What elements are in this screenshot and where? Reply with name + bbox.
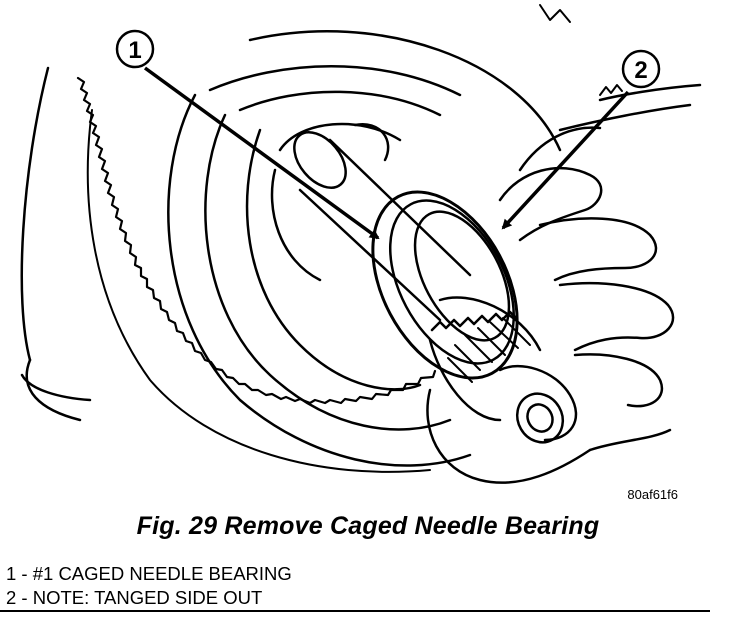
shaft-bore-lower (270, 168, 322, 282)
figure-caption: Fig. 29 Remove Caged Needle Bearing (136, 512, 600, 540)
toothed-ring-inner (86, 109, 431, 473)
callout-1-leader (143, 66, 380, 240)
housing-outer-edge (20, 66, 50, 362)
hand-back (518, 126, 602, 172)
legend-item-1: 1 - #1 CAGED NEEDLE BEARING (6, 563, 292, 584)
hand-palm-lower (426, 388, 592, 484)
pilot-body (498, 365, 578, 442)
housing-arc-6 (238, 90, 442, 117)
callout-1: 1 (115, 29, 155, 69)
callout-2-number: 2 (634, 57, 647, 84)
legend-item-2: 2 - NOTE: TANGED SIDE OUT (6, 587, 263, 608)
callout-2-leader (501, 90, 630, 230)
housing-tab (539, 4, 571, 23)
callout-1-number: 1 (128, 37, 141, 64)
housing-arc-4 (245, 128, 422, 391)
callout-2: 2 (621, 49, 661, 89)
spline-section (430, 310, 518, 332)
housing-arc-2 (167, 93, 472, 467)
housing-arc-3 (204, 113, 452, 431)
hand-palm-edge (588, 428, 672, 452)
shaft-end-inner (293, 131, 347, 189)
hand-wrist (558, 83, 702, 132)
hand-thumb (498, 166, 603, 242)
shaft-bottom-edge (298, 188, 442, 322)
spline-body-top (438, 296, 542, 352)
caged-needle-bearing-outer (371, 190, 519, 380)
hand-finger-2 (558, 281, 675, 352)
pilot-end-bore (526, 403, 554, 433)
housing-lower-edge (20, 373, 92, 402)
shaft-bore (278, 122, 402, 152)
housing-tab-2 (599, 84, 623, 96)
housing-outer-edge-lower (25, 358, 82, 422)
caged-needle-bearing-rim (388, 199, 516, 365)
caged-needle-bearing-inner (413, 210, 511, 342)
housing-arc-1 (248, 30, 562, 152)
shaft-top-edge (328, 138, 472, 277)
figure-code: 80af61f6 (627, 487, 678, 502)
housing-arc-5 (208, 65, 462, 97)
shaft-collar (353, 122, 390, 162)
pilot-end-face (515, 392, 565, 444)
bearing-removal-illustration: 1 2 80af61f6 (20, 4, 702, 502)
hand-finger-1 (538, 217, 658, 282)
legend: 1 - #1 CAGED NEEDLE BEARING 2 - NOTE: TA… (6, 562, 292, 610)
spline-teeth (447, 317, 531, 383)
hand-finger-3 (573, 353, 664, 408)
spline-body-bottom (428, 338, 502, 422)
bottom-rule (0, 610, 710, 612)
toothed-ring (76, 76, 437, 405)
